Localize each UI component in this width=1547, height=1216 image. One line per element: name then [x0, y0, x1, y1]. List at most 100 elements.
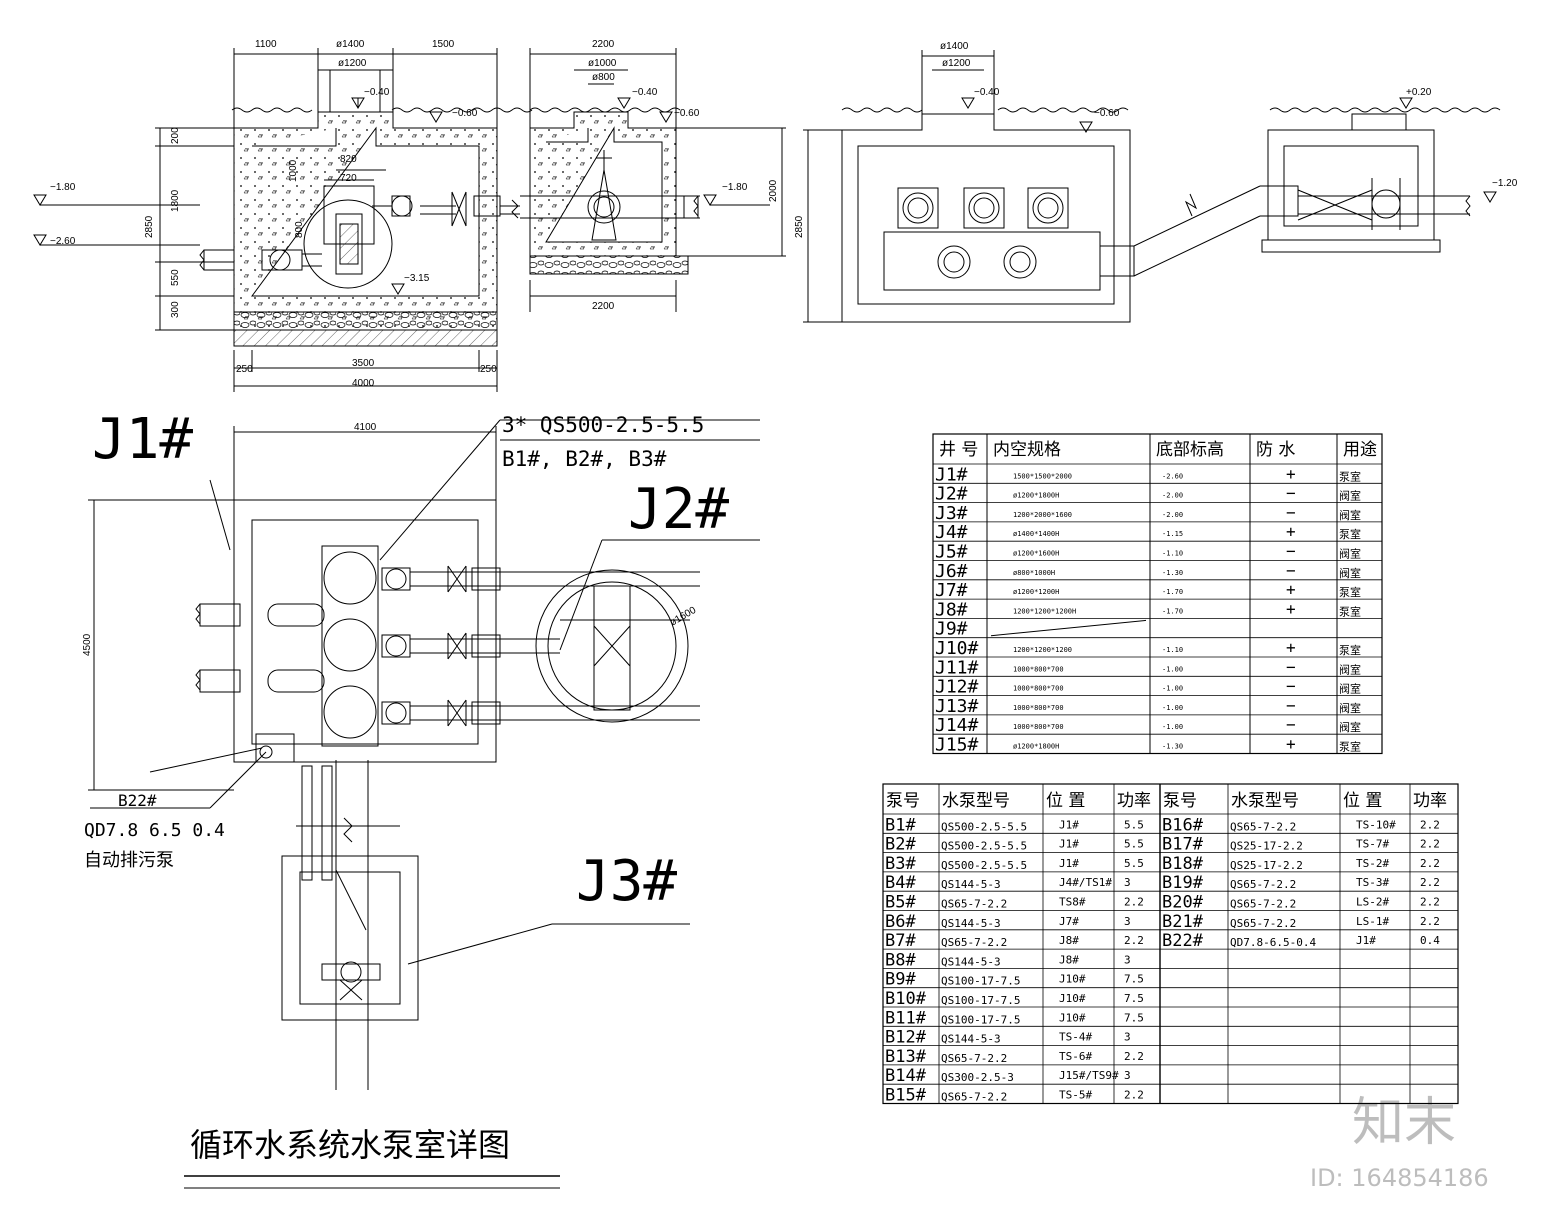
pump-location-cell: J7# — [1059, 915, 1079, 928]
pump-power-cell: 7.5 — [1124, 1011, 1144, 1024]
pump-power-cell: 5.5 — [1124, 857, 1144, 870]
pump-id-cell: B11# — [885, 1008, 927, 1028]
pump-location-cell: J15#/TS9# — [1059, 1069, 1119, 1082]
plan-dim-4100: 4100 — [354, 422, 377, 433]
pump-location-cell: J4#/TS1# — [1059, 876, 1112, 889]
well-waterproof-cell: + — [1286, 638, 1296, 657]
level-m180: −1.80 — [50, 182, 76, 193]
well-size-cell: 1200*1200*1200 — [1013, 646, 1072, 654]
well-table-header: 底部标高 — [1156, 440, 1224, 460]
pump-id-cell: B5# — [885, 893, 916, 913]
pump-power-cell: 0.4 — [1420, 934, 1440, 947]
pump-location-cell: TS-4# — [1059, 1031, 1092, 1044]
well-use-cell: 泵室 — [1339, 585, 1361, 599]
pump-power-cell: 3 — [1124, 953, 1131, 966]
well-size-cell: ø1200*1200H — [1013, 588, 1059, 596]
pump-power-cell: 3 — [1124, 915, 1131, 928]
well-size-cell: ø1200*1800H — [1013, 492, 1059, 500]
plan-dim-d1600: ø1600 — [668, 605, 698, 629]
pump-location-cell: TS-7# — [1356, 838, 1389, 851]
pump-power-cell: 2.2 — [1124, 1050, 1144, 1063]
elev-d1400: ø1400 — [940, 41, 969, 52]
pump-location-cell: LS-2# — [1356, 896, 1389, 909]
label-j1: J1# — [92, 407, 193, 472]
b22-spec: QD7.8 6.5 0.4 — [84, 820, 225, 841]
watermark-id: ID: 164854186 — [1310, 1164, 1489, 1192]
well-id-cell: J6# — [935, 561, 968, 582]
well-level-cell: -1.00 — [1162, 665, 1183, 673]
pump-power-cell: 2.2 — [1420, 857, 1440, 870]
pump-id-cell: B4# — [885, 873, 916, 893]
pump-model-cell: QS25-17-2.2 — [1230, 859, 1303, 872]
well-waterproof-cell: + — [1286, 599, 1296, 618]
pump-power-cell: 2.2 — [1420, 896, 1440, 909]
well-size-cell: 1000*800*700 — [1013, 723, 1064, 731]
well-use-cell: 阀室 — [1339, 682, 1361, 696]
pump-id-cell: B12# — [885, 1028, 927, 1048]
well-waterproof-cell: − — [1286, 715, 1296, 734]
pump-location-cell: TS8# — [1059, 896, 1086, 909]
watermark-logo: 知末 — [1352, 1093, 1456, 1153]
well-waterproof-cell: − — [1286, 696, 1296, 715]
pump-model-cell: QS500-2.5-5.5 — [941, 820, 1027, 833]
well-level-cell: -2.60 — [1162, 472, 1183, 480]
elevation-view — [803, 50, 1501, 323]
pump-location-cell: J10# — [1059, 973, 1086, 986]
dim-1100: 1100 — [255, 39, 277, 50]
well-size-cell: ø1200*1600H — [1013, 550, 1059, 558]
level-m315: −3.15 — [404, 273, 430, 284]
dim-3500: 3500 — [352, 358, 375, 369]
well-id-cell: J12# — [935, 677, 979, 698]
well-waterproof-cell: − — [1286, 561, 1296, 580]
well-use-cell: 泵室 — [1339, 740, 1361, 754]
well-waterproof-cell: − — [1286, 484, 1296, 503]
pump-model-cell: QS500-2.5-5.5 — [941, 840, 1027, 853]
well-level-cell: -1.70 — [1162, 588, 1183, 596]
section-view-valve — [520, 48, 786, 312]
well-size-cell: 1500*1500*2000 — [1013, 472, 1072, 480]
pump-power-cell: 2.2 — [1124, 1089, 1144, 1102]
well-id-cell: J11# — [935, 657, 979, 678]
pump-location-cell: J1# — [1059, 838, 1079, 851]
well-level-cell: -1.10 — [1162, 646, 1183, 654]
well-waterproof-cell: + — [1286, 580, 1296, 599]
well-id-cell: J4# — [935, 522, 968, 543]
pump-model-cell: QS500-2.5-5.5 — [941, 859, 1027, 872]
pump-location-cell: TS-5# — [1059, 1089, 1092, 1102]
well-size-cell: 1200*1200*1200H — [1013, 607, 1076, 615]
pump-id-cell: B22# — [1162, 931, 1204, 951]
pump-location-cell: J1# — [1356, 934, 1376, 947]
pump-table-header: 水泵型号 — [942, 791, 1010, 811]
well-table-header: 用途 — [1343, 440, 1377, 460]
level-m040: −0.40 — [364, 87, 390, 98]
elev-level-m120: −1.20 — [1492, 178, 1518, 189]
pump-id-cell: B18# — [1162, 854, 1204, 874]
pump-location-cell: TS-3# — [1356, 876, 1389, 889]
well-size-cell: ø1200*1800H — [1013, 743, 1059, 751]
well-table-header: 内空规格 — [993, 440, 1061, 460]
well-level-cell: -1.00 — [1162, 685, 1183, 693]
well-size-cell: 1200*2000*1600 — [1013, 511, 1072, 519]
level-m060: −0.60 — [452, 108, 478, 119]
pump-table-header: 功率 — [1117, 791, 1151, 811]
pump-id-cell: B19# — [1162, 873, 1204, 893]
well-level-cell: -1.30 — [1162, 743, 1183, 751]
well-use-cell: 阀室 — [1339, 508, 1361, 522]
well-id-cell: J1# — [935, 464, 968, 485]
pump-table-header: 泵号 — [886, 791, 920, 811]
well-level-cell: -1.15 — [1162, 530, 1183, 538]
pump-model-cell: QS65-7-2.2 — [1230, 917, 1296, 930]
label-j3: J3# — [576, 849, 677, 914]
pump-table-header: 位 置 — [1046, 791, 1085, 811]
pump-location-cell: TS-6# — [1059, 1050, 1092, 1063]
well-size-cell: ø800*1000H — [1013, 569, 1055, 577]
pump-location-cell: J1# — [1059, 818, 1079, 831]
plan-dim-4500: 4500 — [82, 633, 93, 656]
pump-power-cell: 2.2 — [1420, 838, 1440, 851]
well-use-cell: 阀室 — [1339, 701, 1361, 715]
pump-power-cell: 2.2 — [1124, 896, 1144, 909]
dim-720: 720 — [340, 173, 357, 184]
well-id-cell: J13# — [935, 696, 979, 717]
pump-location-cell: J10# — [1059, 992, 1086, 1005]
